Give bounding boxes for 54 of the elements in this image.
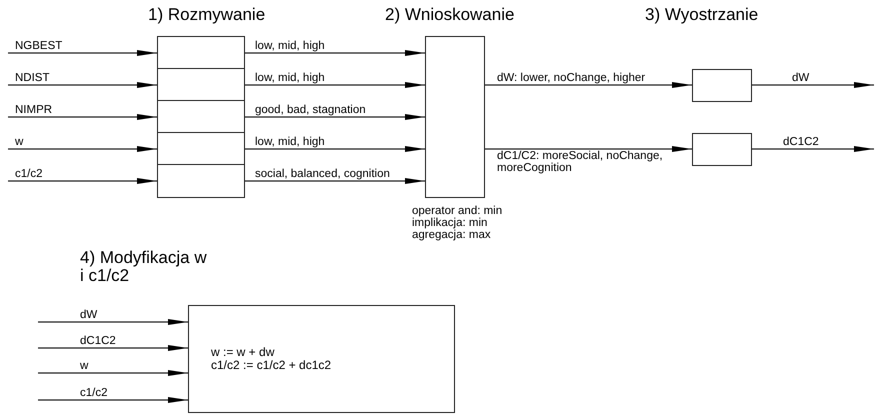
arrow xyxy=(484,82,692,88)
edge-label: low, mid, high xyxy=(255,40,326,52)
empty-box xyxy=(692,133,752,166)
edge-label: low, mid, high xyxy=(255,136,326,148)
edge-label: dC1C2 xyxy=(783,136,820,148)
section-heading: 3) Wyostrzanie xyxy=(645,6,760,24)
arrow xyxy=(8,114,158,120)
section-heading: 1) Rozmywanie xyxy=(148,6,266,24)
arrow xyxy=(8,50,158,56)
empty-box xyxy=(157,100,245,133)
arrow xyxy=(244,146,426,152)
arrow xyxy=(8,82,158,88)
edge-label: dW xyxy=(792,72,810,84)
arrow xyxy=(38,397,188,403)
section-heading: 2) Wnioskowanie xyxy=(385,6,516,24)
edge-label: c1/c2 xyxy=(80,387,108,399)
note-text: operator and: min xyxy=(412,205,502,217)
edge-label: low, mid, high xyxy=(255,72,326,84)
edge-label: w xyxy=(15,136,24,148)
arrow xyxy=(8,178,158,184)
edge-label: dC1/C2: moreSocial, noChange, moreCognition xyxy=(497,150,664,174)
formula-text: w := w + dw xyxy=(211,346,276,359)
edge-label: social, balanced, cognition xyxy=(255,168,391,180)
arrow xyxy=(244,82,426,88)
arrow xyxy=(752,146,874,152)
arrow xyxy=(38,319,188,325)
arrow xyxy=(38,345,188,351)
edge-label: dC1C2 xyxy=(80,335,117,347)
edge-label: w xyxy=(80,360,90,372)
arrow xyxy=(752,82,874,88)
empty-box xyxy=(425,36,485,198)
empty-box xyxy=(692,69,752,102)
edge-label: dW: lower, noChange, higher xyxy=(497,72,646,84)
formula-text: c1/c2 := c1/c2 + dc1c2 xyxy=(211,359,332,372)
empty-box xyxy=(157,132,245,165)
process-box xyxy=(188,305,455,413)
note-text: implikacja: min xyxy=(412,217,488,229)
edge-label: NDIST xyxy=(15,72,50,84)
note-text: agregacja: max xyxy=(412,229,491,241)
edge-label: NGBEST xyxy=(15,40,64,52)
edge-label: NIMPR xyxy=(15,104,54,116)
empty-box xyxy=(157,36,245,69)
edge-label: dW xyxy=(80,309,98,321)
edge-label: c1/c2 xyxy=(15,168,44,180)
arrow xyxy=(244,114,426,120)
edge-label: good, bad, stagnation xyxy=(255,104,367,116)
arrow xyxy=(484,146,692,152)
empty-box xyxy=(157,164,245,198)
arrow xyxy=(8,146,158,152)
empty-box xyxy=(157,68,245,101)
arrow xyxy=(38,370,188,376)
arrow xyxy=(244,50,426,56)
section-heading: 4) Modyfikacja w i c1/c2 xyxy=(80,249,208,285)
arrow xyxy=(244,178,426,184)
